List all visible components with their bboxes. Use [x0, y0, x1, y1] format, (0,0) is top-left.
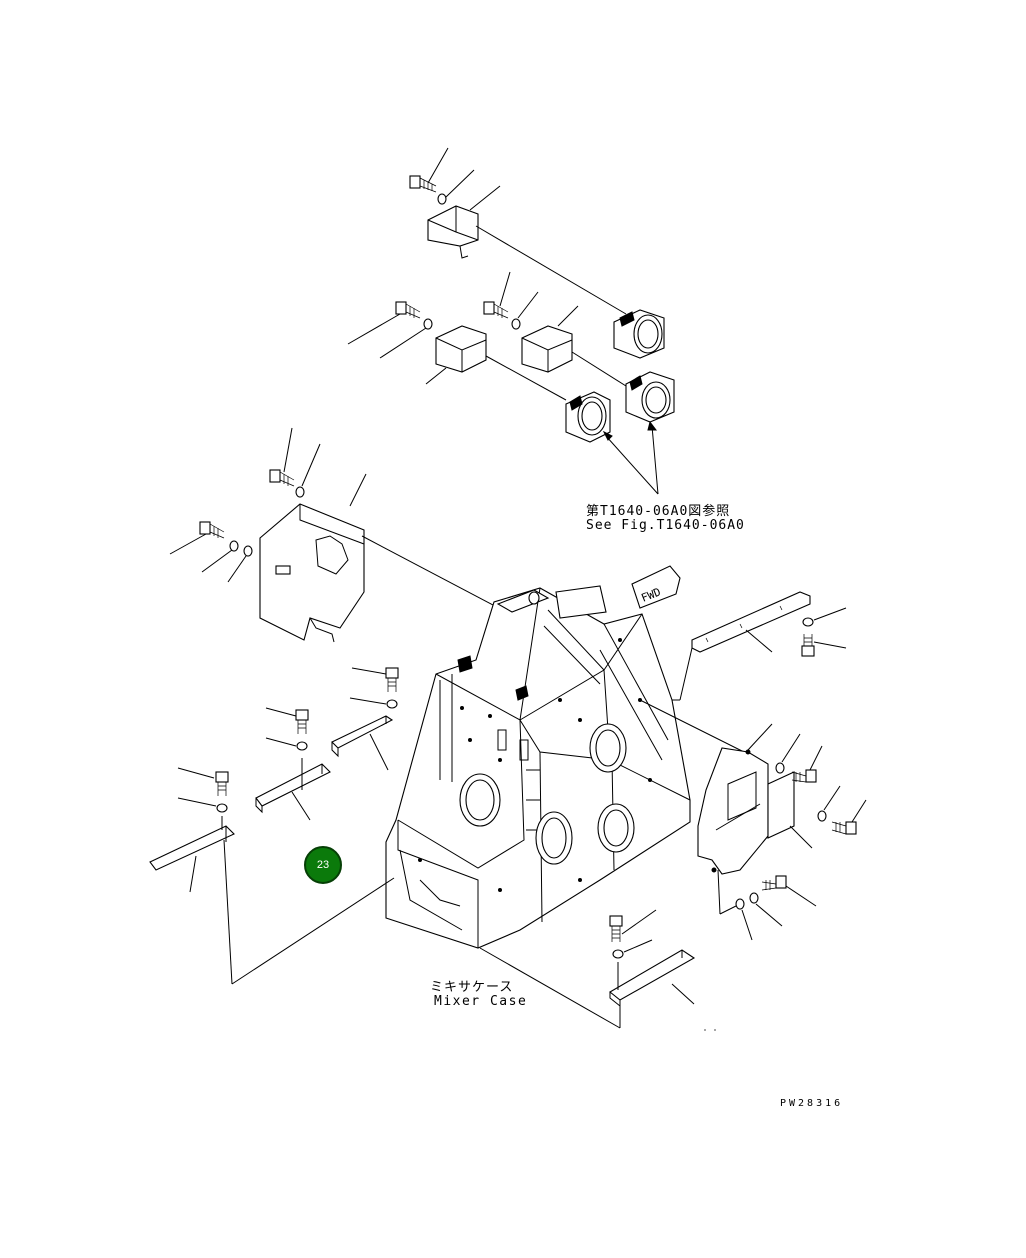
upper-cover-mid: [521, 305, 579, 373]
left-bolt-upper: [269, 427, 295, 487]
left-washer-low: [177, 797, 228, 813]
right-rail-bolt: [801, 634, 847, 657]
reference-note-jp: 第T1640-06A0図参照: [586, 504, 731, 519]
upper-bolt-top: [409, 147, 449, 193]
left-washer-mid: [265, 737, 308, 751]
right-bolt-1: [791, 745, 823, 783]
flange-1: [613, 309, 665, 359]
right-side-cover: [697, 723, 813, 875]
upper-washer-left: [379, 318, 433, 359]
lower-washer: [612, 939, 653, 959]
flange-3: [565, 391, 611, 443]
upper-bolt-left: [347, 301, 421, 345]
left-plate-mid: [255, 758, 331, 821]
upper-cover-top: [427, 185, 501, 259]
left-bolt-lower: [169, 521, 225, 555]
right-bolt-3: [761, 875, 817, 907]
upper-washer-mid: [511, 291, 539, 330]
reference-note-en: See Fig.T1640-06A0: [586, 518, 745, 533]
right-bolt-2: [831, 799, 867, 835]
flange-2: [625, 371, 675, 423]
left-washer-upper: [295, 443, 321, 498]
left-washer-lower: [201, 540, 253, 583]
right-washer-1: [775, 733, 801, 774]
upper-bolt-mid: [483, 271, 511, 319]
center-bolt: [351, 667, 399, 692]
mixer-case-label-jp: ミキサケース: [430, 980, 514, 995]
upper-washer-top: [437, 169, 475, 205]
center-plate: [331, 715, 394, 771]
left-bolt-low: [177, 767, 229, 796]
fwd-arrow-icon: FWD: [631, 565, 681, 609]
lower-bolt: [609, 909, 657, 942]
left-plate-low: [149, 816, 235, 893]
callout-number: 23: [316, 859, 330, 871]
left-bolt-mid: [265, 707, 309, 734]
right-washer-3: [735, 898, 753, 941]
right-rail-washer: [802, 607, 847, 627]
left-side-cover: [259, 473, 367, 643]
upper-cover-left: [425, 325, 487, 385]
right-washer-2: [817, 785, 841, 822]
mixer-case: [385, 585, 691, 949]
center-washer: [349, 697, 398, 709]
mixer-case-label-en: Mixer Case: [434, 994, 528, 1009]
right-washer-4: [749, 892, 783, 927]
part-callout-23[interactable]: 23: [304, 846, 342, 884]
drawing-id: PW28316: [780, 1098, 844, 1109]
lower-plate: [609, 949, 696, 1008]
